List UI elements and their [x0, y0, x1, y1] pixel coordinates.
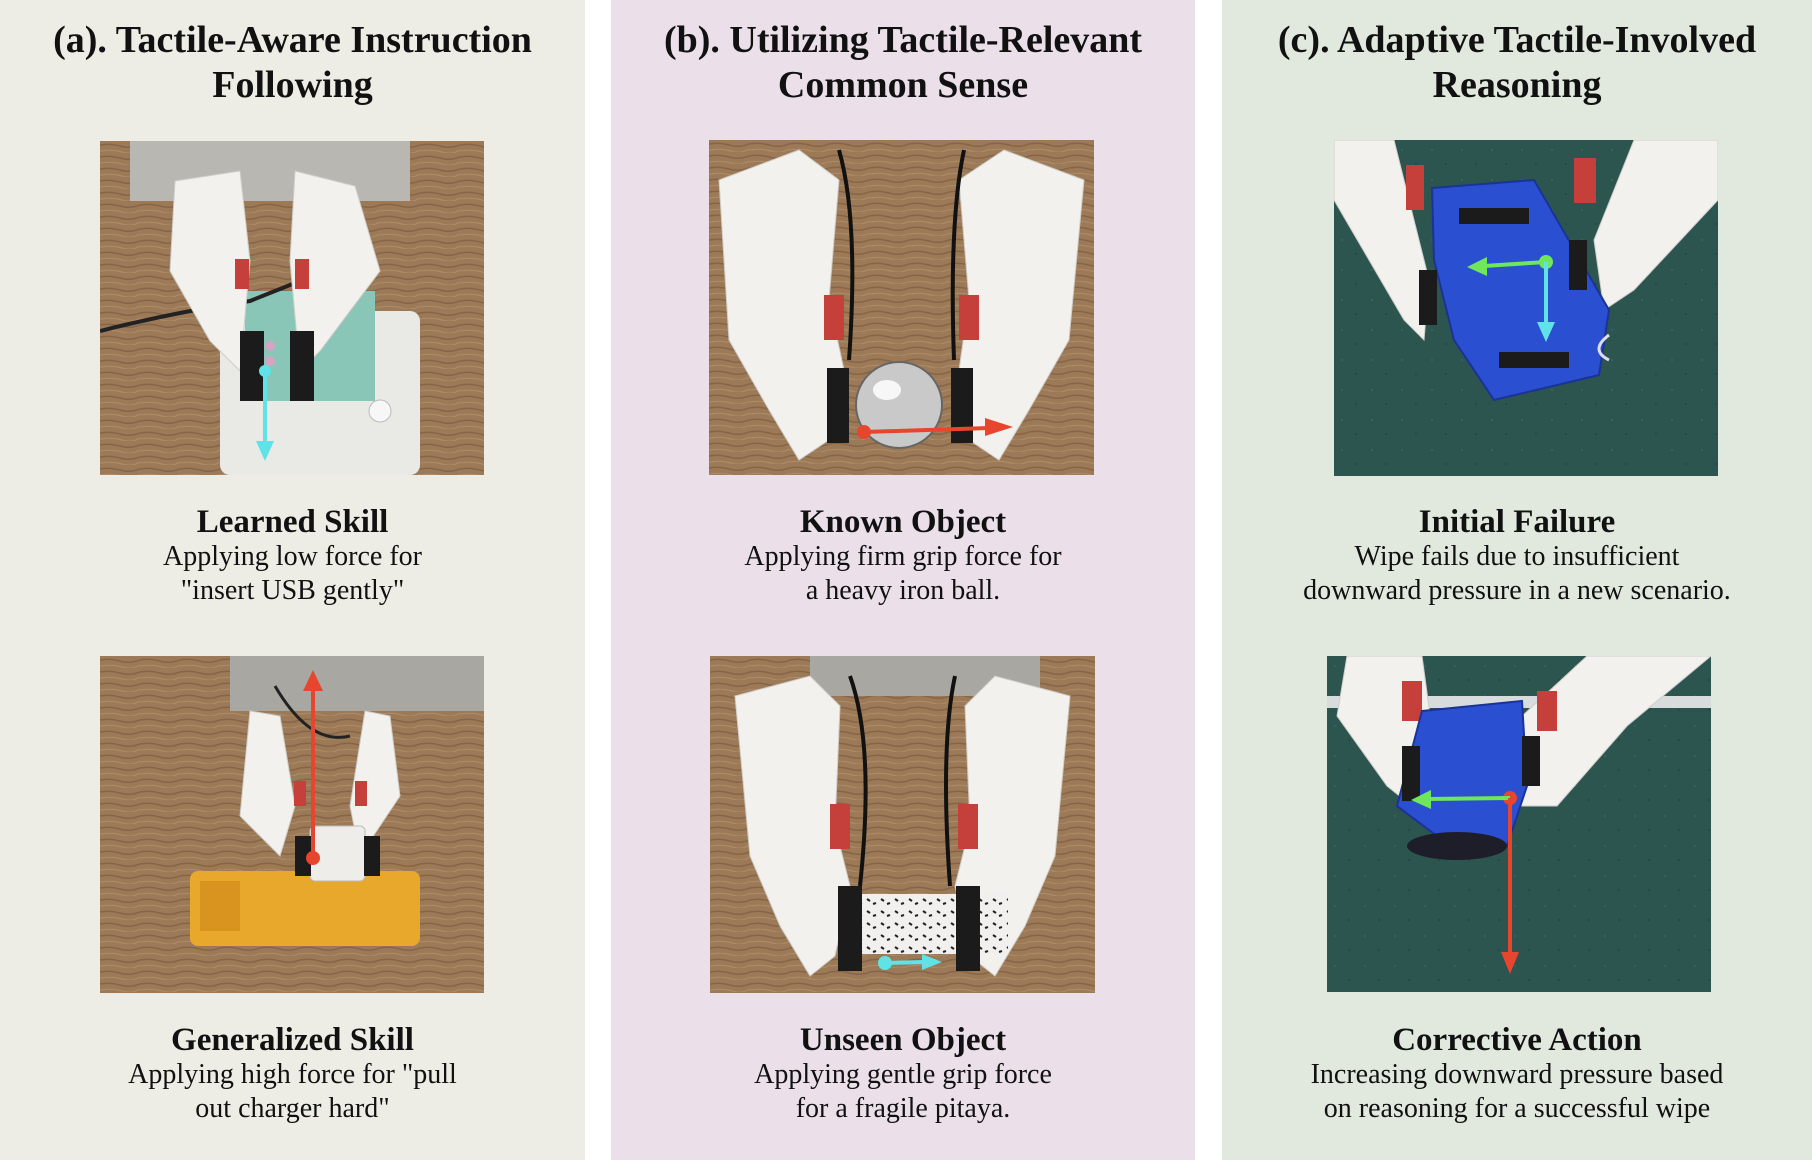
panel-title-line1: (c). Adaptive Tactile-Involved — [1277, 19, 1757, 61]
wipe-direction-arrow — [1411, 790, 1517, 809]
caption-heading: Learned Skill — [196, 504, 389, 540]
panel-tactile-relevant-common-sense: (b). Utilizing Tactile-Relevant Common S… — [611, 0, 1195, 1160]
panel-title: (c). Adaptive Tactile-Involved Reasoning — [1222, 18, 1812, 108]
caption-line1: Applying gentle grip force — [754, 1059, 1052, 1090]
caption-line1: Applying firm grip force for — [744, 541, 1062, 572]
panel-title-line2: Common Sense — [777, 64, 1029, 106]
unseen-object-caption: Unseen Object Applying gentle grip force… — [611, 1022, 1195, 1126]
firm-grip-arrow — [857, 418, 1013, 439]
panel-title-line1: (b). Utilizing Tactile-Relevant — [663, 19, 1143, 61]
caption-line1: Applying high force for "pull — [128, 1059, 457, 1090]
panel-adaptive-tactile-reasoning: (c). Adaptive Tactile-Involved Reasoning — [1222, 0, 1812, 1160]
gentle-grip-arrow — [878, 954, 942, 970]
wipe-correct-photo — [1327, 656, 1711, 992]
iron-ball-photo — [709, 140, 1094, 475]
known-object-caption: Known Object Applying firm grip force fo… — [611, 504, 1195, 608]
caption-heading: Generalized Skill — [171, 1022, 414, 1058]
caption-line2: out charger hard" — [195, 1093, 390, 1124]
caption-heading: Known Object — [799, 504, 1007, 540]
high-force-arrow — [303, 670, 323, 865]
panel-title: (b). Utilizing Tactile-Relevant Common S… — [611, 18, 1195, 108]
learned-skill-caption: Learned Skill Applying low force for "in… — [0, 504, 585, 608]
low-force-arrow — [256, 365, 274, 461]
usb-insert-photo — [100, 141, 484, 475]
pitaya-photo — [710, 656, 1095, 993]
panel-title-line1: (a). Tactile-Aware Instruction — [53, 19, 532, 61]
caption-line2: for a fragile pitaya. — [795, 1093, 1011, 1124]
caption-line2: "insert USB gently" — [180, 575, 405, 606]
panel-title-line2: Following — [212, 64, 373, 106]
wipe-direction-arrow — [1467, 255, 1553, 276]
corrective-action-caption: Corrective Action Increasing downward pr… — [1222, 1022, 1812, 1126]
caption-heading: Unseen Object — [799, 1022, 1007, 1058]
caption-line2: on reasoning for a successful wipe — [1323, 1093, 1711, 1124]
initial-failure-caption: Initial Failure Wipe fails due to insuff… — [1222, 504, 1812, 608]
charger-pull-photo — [100, 656, 484, 993]
caption-line1: Applying low force for — [163, 541, 422, 572]
wipe-fail-photo — [1334, 140, 1718, 476]
insufficient-pressure-arrow — [1537, 262, 1555, 342]
panel-tactile-aware-instruction: (a). Tactile-Aware Instruction Following — [0, 0, 585, 1160]
caption-line1: Increasing downward pressure based — [1310, 1059, 1724, 1090]
caption-line2: downward pressure in a new scenario. — [1303, 575, 1731, 606]
panel-title: (a). Tactile-Aware Instruction Following — [0, 18, 585, 108]
caption-line1: Wipe fails due to insufficient — [1354, 541, 1680, 572]
caption-heading: Initial Failure — [1418, 504, 1616, 540]
increased-pressure-arrow — [1501, 798, 1519, 974]
panel-title-line2: Reasoning — [1432, 64, 1602, 106]
caption-heading: Corrective Action — [1392, 1022, 1642, 1058]
caption-line2: a heavy iron ball. — [805, 575, 1001, 606]
generalized-skill-caption: Generalized Skill Applying high force fo… — [0, 1022, 585, 1126]
